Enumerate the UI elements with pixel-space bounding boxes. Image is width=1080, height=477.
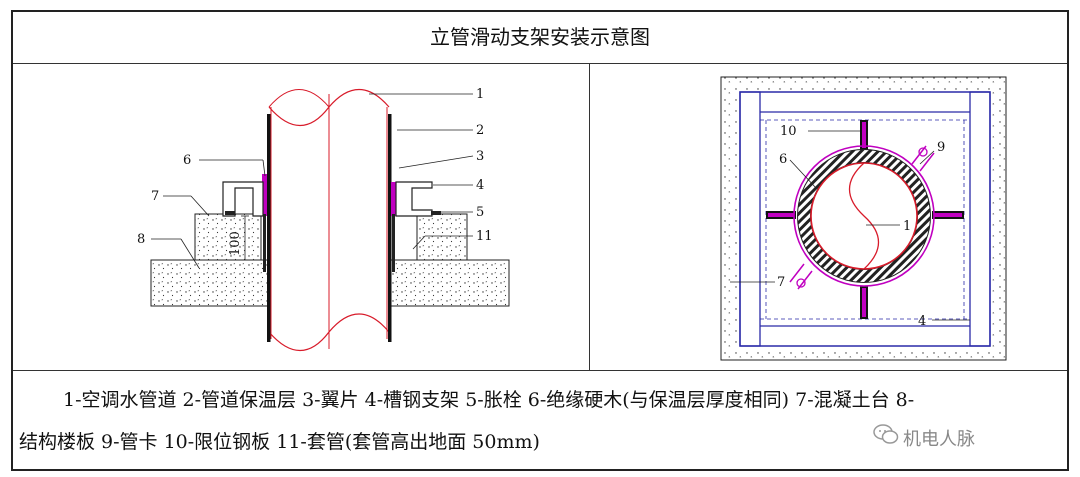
sleeve-right xyxy=(392,214,395,272)
callout-11: 11 xyxy=(476,229,493,244)
callout-4: 4 xyxy=(476,178,484,193)
legend-area: 1-空调水管道 2-管道保温层 3-翼片 4-槽钢支架 5-胀栓 6-绝缘硬木(… xyxy=(13,370,1067,472)
diagram-frame: 立管滑动支架安装示意图 xyxy=(11,10,1069,471)
callout-2: 2 xyxy=(476,123,484,138)
elevation-view-drawing: 100 1 2 3 4 5 11 6 7 8 xyxy=(137,87,510,352)
callout-6: 6 xyxy=(183,153,191,168)
callout-5: 5 xyxy=(476,205,484,220)
insulation-right xyxy=(388,114,392,342)
pipe-clamp xyxy=(793,145,935,287)
legend-line-1: 1-空调水管道 2-管道保温层 3-翼片 4-槽钢支架 5-胀栓 6-绝缘硬木(… xyxy=(63,389,915,411)
concrete-pedestal-right xyxy=(416,213,468,261)
callout-6-plan: 6 xyxy=(779,152,787,167)
callout-1: 1 xyxy=(476,87,484,102)
page-title: 立管滑动支架安装示意图 xyxy=(13,12,1067,64)
channel-support-left xyxy=(222,181,264,217)
watermark-text: 机电人脉 xyxy=(903,429,975,450)
floor-slab-left xyxy=(150,259,270,307)
anchor-bolt-left xyxy=(225,211,235,215)
elevation-view-panel: 100 1 2 3 4 5 11 6 7 8 xyxy=(13,64,590,370)
dimension-100: 100 xyxy=(228,231,243,256)
callout-10: 10 xyxy=(780,124,797,139)
clamp-lug-top xyxy=(911,145,935,172)
legend-line-2: 结构楼板 9-管卡 10-限位钢板 11-套管(套管高出地面 50mm) xyxy=(19,431,540,453)
pipe-break-line xyxy=(849,162,879,270)
channel-support-right xyxy=(395,181,433,217)
insulation-ring xyxy=(797,149,931,283)
callout-3: 3 xyxy=(476,149,484,164)
plan-view-panel: 10 6 9 1 7 4 xyxy=(590,64,1067,370)
insulation-left xyxy=(267,114,271,342)
concrete-pedestal-left xyxy=(194,213,262,261)
wechat-icon xyxy=(873,424,899,444)
flange-left xyxy=(262,174,267,216)
callout-7: 7 xyxy=(151,189,159,204)
floor-slab-right xyxy=(390,259,510,307)
clamp-lug-bottom xyxy=(789,263,813,290)
anchor-bolt-right xyxy=(431,211,441,215)
sleeve-left xyxy=(263,214,266,272)
flange-right xyxy=(391,182,396,216)
callout-7-plan: 7 xyxy=(777,275,785,290)
callout-9: 9 xyxy=(937,140,945,155)
callout-1-plan: 1 xyxy=(903,219,911,234)
callout-4-plan: 4 xyxy=(918,314,926,329)
plan-view-drawing: 10 6 9 1 7 4 xyxy=(720,76,1007,361)
callout-8: 8 xyxy=(137,232,145,247)
